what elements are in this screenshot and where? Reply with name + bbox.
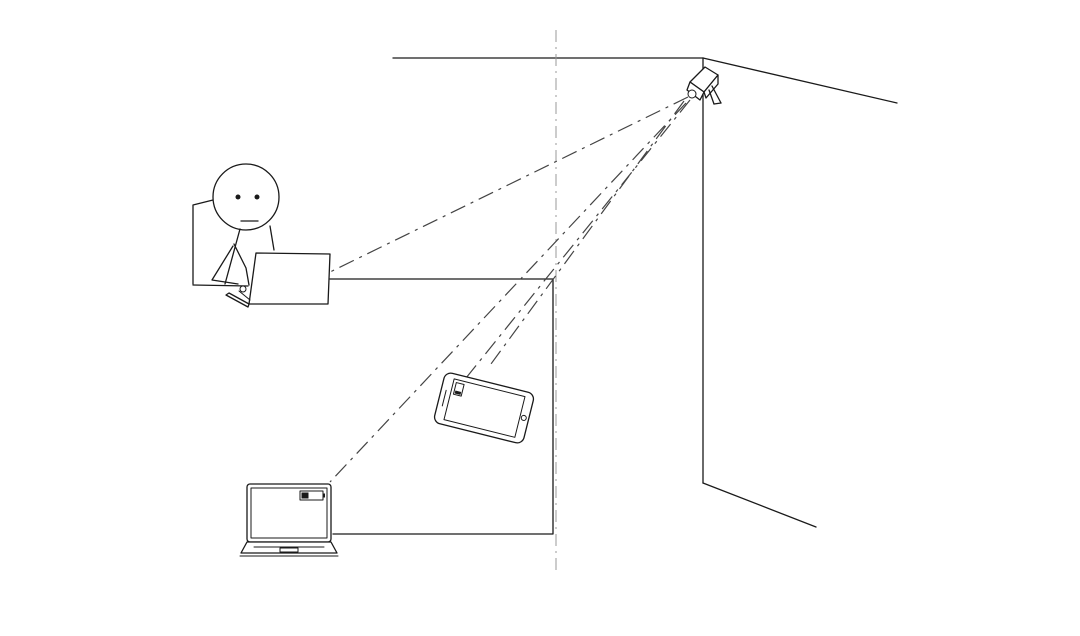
person-eye-right — [254, 194, 260, 200]
security-camera-icon — [686, 66, 722, 105]
floor-edge-right — [702, 482, 817, 528]
person-head — [212, 163, 280, 231]
sight-lines — [327, 96, 691, 483]
person-laptop-icon — [225, 252, 331, 308]
person-laptop-base — [225, 292, 250, 308]
sight-line-person-laptop — [327, 96, 689, 274]
person-arm-left — [211, 245, 239, 285]
room — [392, 57, 898, 528]
phone-battery-icon — [452, 382, 465, 397]
person-shoulder — [269, 225, 275, 251]
person-arm-right — [233, 243, 250, 286]
sight-line-phone-inner — [487, 100, 685, 369]
table-laptop-screen — [250, 487, 328, 539]
table-outline — [329, 278, 554, 535]
person-eye-left — [235, 194, 241, 200]
person-thigh — [192, 284, 249, 287]
phone-body — [433, 372, 535, 444]
stick-figure-person-icon — [192, 163, 280, 287]
table — [329, 278, 554, 535]
person-laptop-screen — [248, 252, 331, 305]
phone-screen — [443, 378, 526, 438]
chair-back — [192, 199, 214, 285]
ceiling-edge-right — [702, 57, 898, 104]
low-battery-icon — [299, 490, 325, 501]
table-laptop-icon — [239, 483, 339, 557]
sight-line-phone — [465, 99, 691, 379]
sight-line-table-laptop — [329, 102, 687, 483]
phone-home-button — [520, 414, 527, 421]
person-torso — [224, 228, 241, 285]
smartphone-icon — [433, 372, 535, 444]
